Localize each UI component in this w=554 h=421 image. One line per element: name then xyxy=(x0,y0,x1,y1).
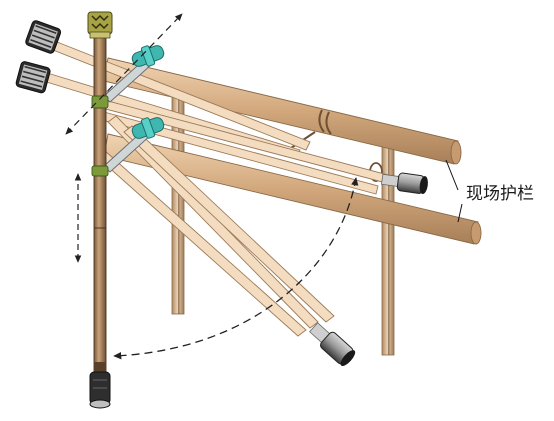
support-pole xyxy=(91,35,109,373)
swing-arc-arrow xyxy=(113,177,359,360)
lamp-right xyxy=(381,172,428,194)
pole-top-lamp xyxy=(87,11,113,39)
guardrail-label: 现场护栏 xyxy=(466,184,534,204)
rotation-arrow-diagonal xyxy=(65,13,183,135)
lamp-head-upper xyxy=(25,20,62,54)
guardrail-label-leaders xyxy=(445,159,463,223)
lamp-diagonal xyxy=(309,322,356,366)
pole-bottom-lamp xyxy=(89,362,111,409)
lamp-head-lower xyxy=(15,61,51,94)
guardrail-post-right xyxy=(381,142,395,356)
